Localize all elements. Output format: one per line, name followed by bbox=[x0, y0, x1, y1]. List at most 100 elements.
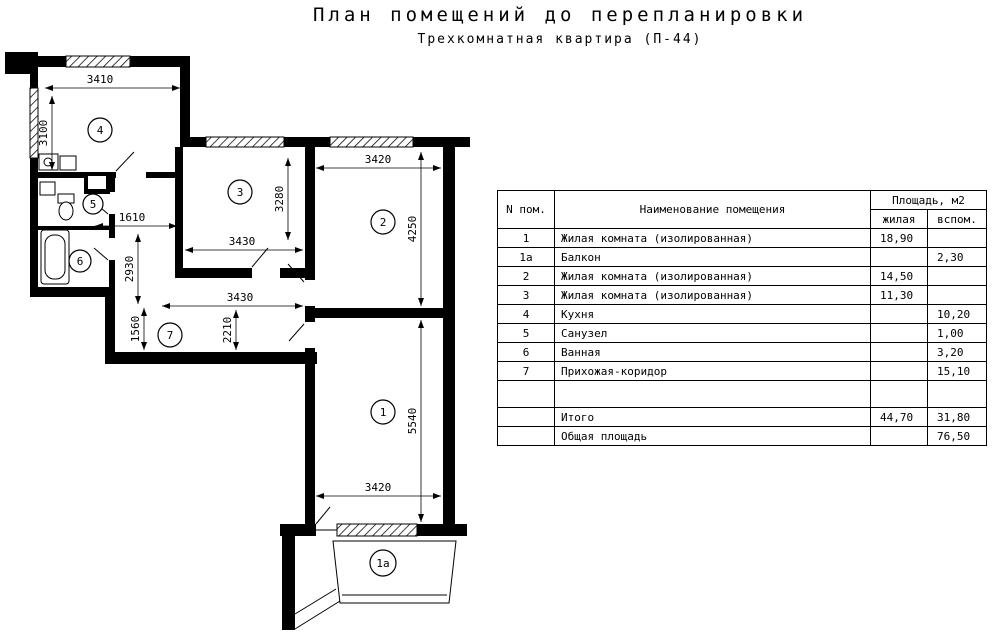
dim-room2-depth: 4250 bbox=[406, 216, 419, 243]
windows bbox=[29, 55, 418, 537]
dim-corridor-depth: 2210 bbox=[221, 317, 234, 344]
col-header-area: Площадь, м2 bbox=[869, 190, 988, 210]
cell-aux: 2,30 bbox=[926, 247, 988, 267]
table-row-total: Итого 44,70 31,80 bbox=[497, 407, 988, 427]
cell-name: Прихожая-коридор bbox=[554, 361, 871, 381]
cell-aux: 3,20 bbox=[926, 342, 988, 362]
cell-aux: 10,20 bbox=[926, 304, 988, 324]
dim-room1-width: 3420 bbox=[365, 481, 392, 494]
room-number-bath: 6 bbox=[77, 255, 84, 268]
cell-name: Ванная bbox=[554, 342, 871, 362]
room-circle-kitchen bbox=[87, 117, 113, 143]
room-circle-room2 bbox=[370, 209, 396, 235]
col-header-num: N пом. bbox=[497, 190, 555, 229]
cell-living bbox=[870, 426, 928, 446]
room-circle-room1 bbox=[370, 399, 396, 425]
cell-aux bbox=[926, 266, 988, 286]
cell-num: 6 bbox=[497, 342, 555, 362]
cell-living bbox=[870, 361, 928, 381]
walls bbox=[5, 52, 470, 630]
cell-living bbox=[870, 247, 928, 267]
room-number-hall: 7 bbox=[167, 329, 174, 342]
balcony-outline bbox=[294, 540, 457, 630]
room-number-kitchen: 4 bbox=[97, 124, 104, 137]
cell-name: Балкон bbox=[554, 247, 871, 267]
cell-living: 18,90 bbox=[870, 228, 928, 248]
room-labels: 4 5 6 3 2 7 1 1а bbox=[68, 117, 397, 577]
room3-window bbox=[205, 136, 285, 148]
dim-room2-width: 3420 bbox=[365, 153, 392, 166]
cell-num: 3 bbox=[497, 285, 555, 305]
cell-name: Кухня bbox=[554, 304, 871, 324]
cell-name: Жилая комната (изолированная) bbox=[554, 285, 871, 305]
col-header-name: Наименование помещения bbox=[554, 190, 871, 229]
col-header-living: жилая bbox=[870, 209, 928, 229]
table-row: 3 Жилая комната (изолированная) 11,30 bbox=[497, 285, 988, 305]
cell-name: Жилая комната (изолированная) bbox=[554, 228, 871, 248]
cell-num: 1а bbox=[497, 247, 555, 267]
room-circle-bath bbox=[68, 249, 92, 273]
area-table: N пом. Наименование помещения Площадь, м… bbox=[497, 190, 988, 446]
cell-aux bbox=[926, 285, 988, 305]
table-row: 6 Ванная 3,20 bbox=[497, 342, 988, 362]
dim-kitchen-depth: 3100 bbox=[37, 120, 50, 147]
dim-room3-width: 3430 bbox=[229, 235, 256, 248]
dim-room1-depth: 5540 bbox=[406, 408, 419, 435]
dim-hall-width: 1610 bbox=[119, 211, 146, 224]
room1-window bbox=[336, 523, 418, 537]
room-circle-hall bbox=[157, 322, 183, 348]
cell-aux bbox=[926, 228, 988, 248]
room-circle-room3 bbox=[227, 179, 253, 205]
cell-aux: 76,50 bbox=[926, 426, 988, 446]
room-number-room3: 3 bbox=[237, 186, 244, 199]
room-number-balcony: 1а bbox=[376, 557, 389, 570]
cell-num: 7 bbox=[497, 361, 555, 381]
dimensions: 3410 3100 1610 2930 1560 3430 3280 3430 … bbox=[37, 73, 441, 522]
table-header-row: N пом. Наименование помещения Площадь, м… bbox=[497, 190, 988, 229]
cell-num: 4 bbox=[497, 304, 555, 324]
page-title: План помещений до перепланировки bbox=[312, 4, 808, 26]
fixtures bbox=[38, 153, 110, 285]
table-row: 1 Жилая комната (изолированная) 18,90 bbox=[497, 228, 988, 248]
cell-name: Общая площадь bbox=[554, 426, 871, 446]
kitchen-window-left bbox=[29, 87, 39, 159]
page-subtitle: Трехкомнатная квартира (П-44) bbox=[417, 32, 703, 47]
floor-plan: 3410 3100 1610 2930 1560 3430 3280 3430 … bbox=[5, 52, 470, 630]
room-number-wc: 5 bbox=[90, 198, 97, 211]
cell-living bbox=[870, 304, 928, 324]
cell-living bbox=[870, 323, 928, 343]
cell-living: 14,50 bbox=[870, 266, 928, 286]
cell-aux: 15,10 bbox=[926, 361, 988, 381]
table-row: 4 Кухня 10,20 bbox=[497, 304, 988, 324]
cell-aux: 1,00 bbox=[926, 323, 988, 343]
cell-living bbox=[870, 380, 928, 408]
cell-aux bbox=[926, 380, 988, 408]
cell-name: Санузел bbox=[554, 323, 871, 343]
cell-name: Итого bbox=[554, 407, 871, 427]
cell-num: 1 bbox=[497, 228, 555, 248]
cell-name: Жилая комната (изолированная) bbox=[554, 266, 871, 286]
dim-hall-lower-depth: 1560 bbox=[129, 316, 142, 343]
cell-name bbox=[554, 380, 871, 408]
room-number-room2: 2 bbox=[380, 216, 387, 229]
dim-kitchen-width: 3410 bbox=[87, 73, 114, 86]
dim-room3-depth: 3280 bbox=[273, 186, 286, 213]
room2-window bbox=[329, 136, 414, 148]
table-row: 5 Санузел 1,00 bbox=[497, 323, 988, 343]
cell-aux: 31,80 bbox=[926, 407, 988, 427]
kitchen-stove bbox=[59, 155, 77, 171]
washbasin bbox=[39, 181, 56, 196]
col-header-aux: вспом. bbox=[926, 209, 988, 229]
table-row-grand-total: Общая площадь 76,50 bbox=[497, 426, 988, 446]
cell-living bbox=[870, 342, 928, 362]
table-row-spacer bbox=[497, 380, 988, 408]
cell-living: 11,30 bbox=[870, 285, 928, 305]
cell-num bbox=[497, 380, 555, 408]
room-number-room1: 1 bbox=[380, 406, 387, 419]
cell-num: 2 bbox=[497, 266, 555, 286]
cell-living: 44,70 bbox=[870, 407, 928, 427]
cell-num: 5 bbox=[497, 323, 555, 343]
dim-hall-depth: 2930 bbox=[123, 256, 136, 283]
kitchen-window-top bbox=[65, 55, 131, 68]
